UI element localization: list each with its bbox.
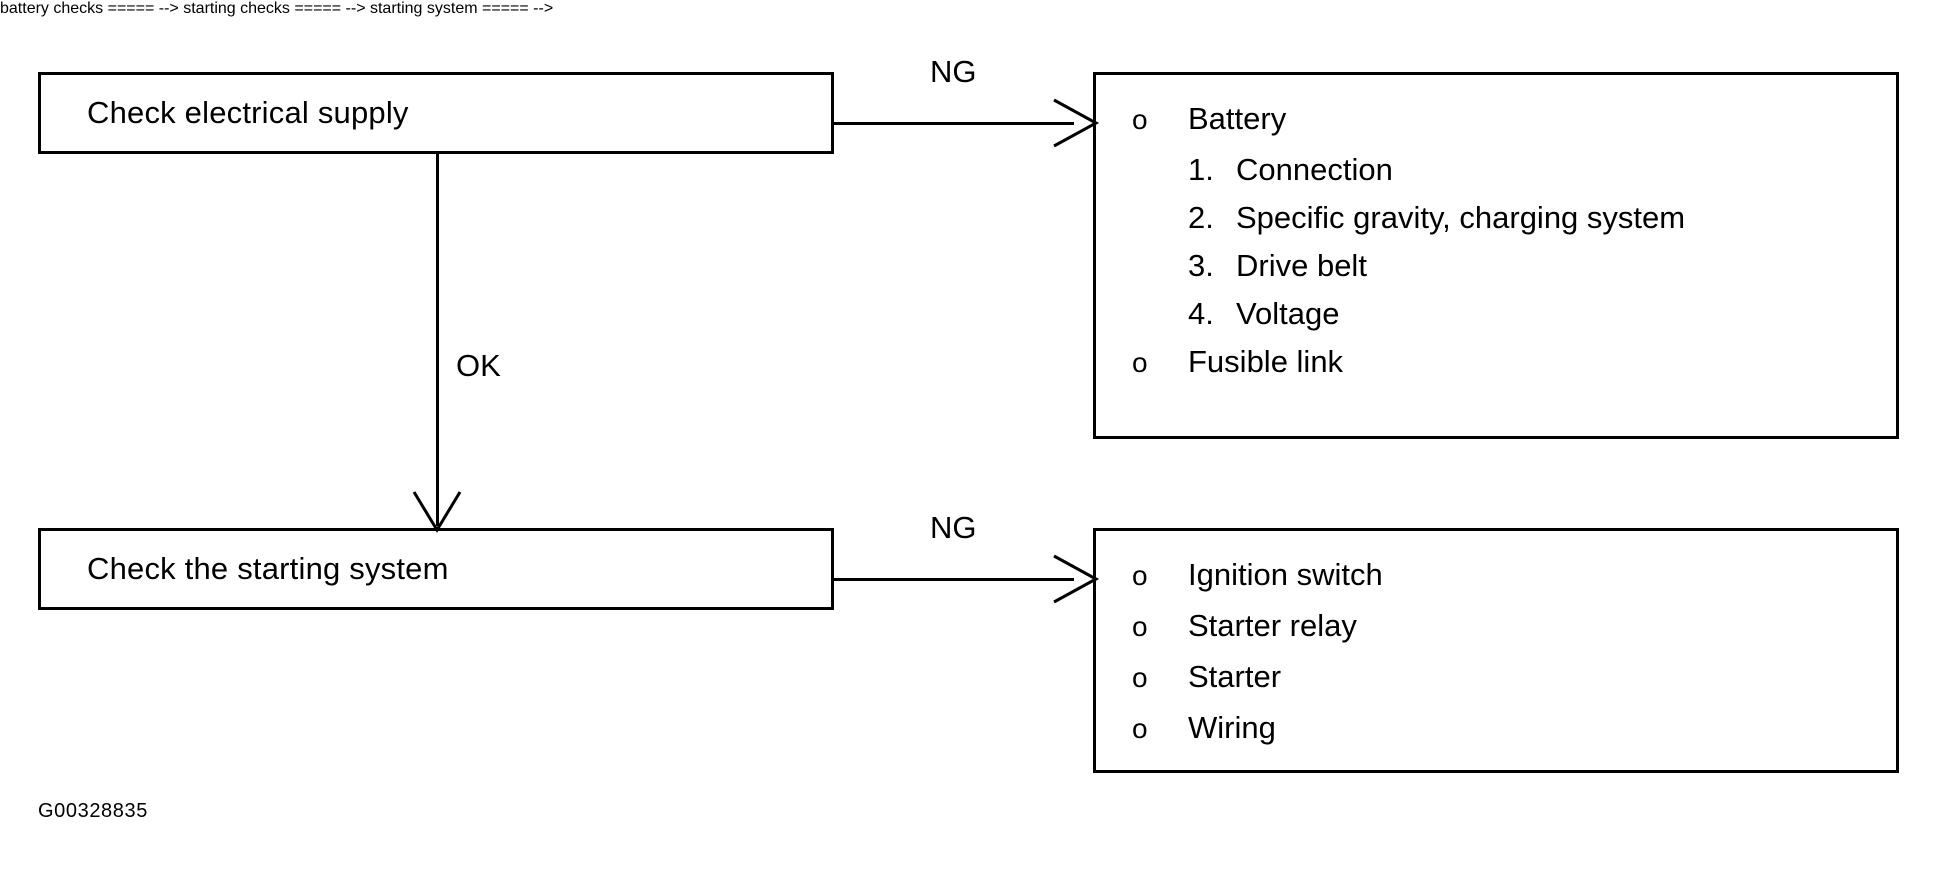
list-item-number: 2. [1188, 199, 1214, 235]
bullet-marker-icon: o [1132, 346, 1148, 378]
list-item: 2. Specific gravity, charging system [1188, 196, 1896, 241]
list-item-label: Battery [1188, 101, 1287, 136]
arrowhead-down-icon [412, 491, 462, 533]
node-check-starting-system[interactable]: Check the starting system [38, 528, 834, 610]
node-check-starting-system-label: Check the starting system [87, 550, 449, 586]
connector-starting-to-starting-checks [834, 578, 1074, 581]
list-item: o Battery [1132, 97, 1896, 142]
list-item-label: Starter [1188, 658, 1282, 694]
battery-checks-list: o Battery 1. Connection 2. Specific grav… [1096, 75, 1896, 385]
bullet-marker-icon: o [1132, 560, 1148, 591]
result-box-battery-checks: o Battery 1. Connection 2. Specific grav… [1093, 72, 1899, 439]
figure-id-caption: G00328835 [38, 800, 148, 822]
list-item-number: 3. [1188, 247, 1214, 283]
connector-electrical-to-battery-checks [834, 122, 1074, 125]
battery-checks-sublist: 1. Connection 2. Specific gravity, charg… [1132, 148, 1896, 337]
result-box-starting-checks: o Ignition switch o Starter relay o Star… [1093, 528, 1899, 773]
list-item-label: Drive belt [1236, 247, 1367, 283]
edge-label-ng-bottom: NG [930, 510, 977, 545]
list-item: 4. Voltage [1188, 292, 1896, 337]
list-item: o Starter relay [1132, 604, 1896, 649]
arrowhead-right-icon [1053, 98, 1100, 148]
edge-label-ok: OK [456, 348, 501, 383]
list-item-label: Ignition switch [1188, 557, 1383, 592]
edge-label-ng-top: NG [930, 54, 977, 89]
list-item-label: Connection [1236, 151, 1393, 187]
bullet-marker-icon: o [1132, 104, 1148, 135]
list-item-label: Fusible link [1188, 343, 1344, 379]
list-item-label: Voltage [1236, 295, 1340, 331]
list-item-number: 1. [1188, 151, 1214, 187]
list-item-number: 4. [1188, 295, 1214, 331]
list-item: o Fusible link [1132, 340, 1896, 385]
bullet-marker-icon: o [1132, 661, 1148, 693]
node-check-electrical-supply-label: Check electrical supply [87, 94, 409, 130]
list-item: o Ignition switch [1132, 553, 1896, 598]
list-item-label: Wiring [1188, 709, 1276, 745]
list-item: o Wiring [1132, 706, 1896, 751]
starting-checks-list: o Ignition switch o Starter relay o Star… [1096, 531, 1896, 751]
connector-electrical-to-starting [436, 154, 439, 526]
list-item: 1. Connection [1188, 148, 1896, 193]
bullet-marker-icon: o [1132, 610, 1148, 642]
arrowhead-right-icon [1053, 554, 1100, 604]
list-item-label: Specific gravity, charging system [1236, 199, 1686, 235]
list-item: o Starter [1132, 655, 1896, 700]
bullet-marker-icon: o [1132, 712, 1148, 744]
list-item: 3. Drive belt [1188, 244, 1896, 289]
node-check-electrical-supply[interactable]: Check electrical supply [38, 72, 834, 154]
list-item-label: Starter relay [1188, 607, 1357, 643]
